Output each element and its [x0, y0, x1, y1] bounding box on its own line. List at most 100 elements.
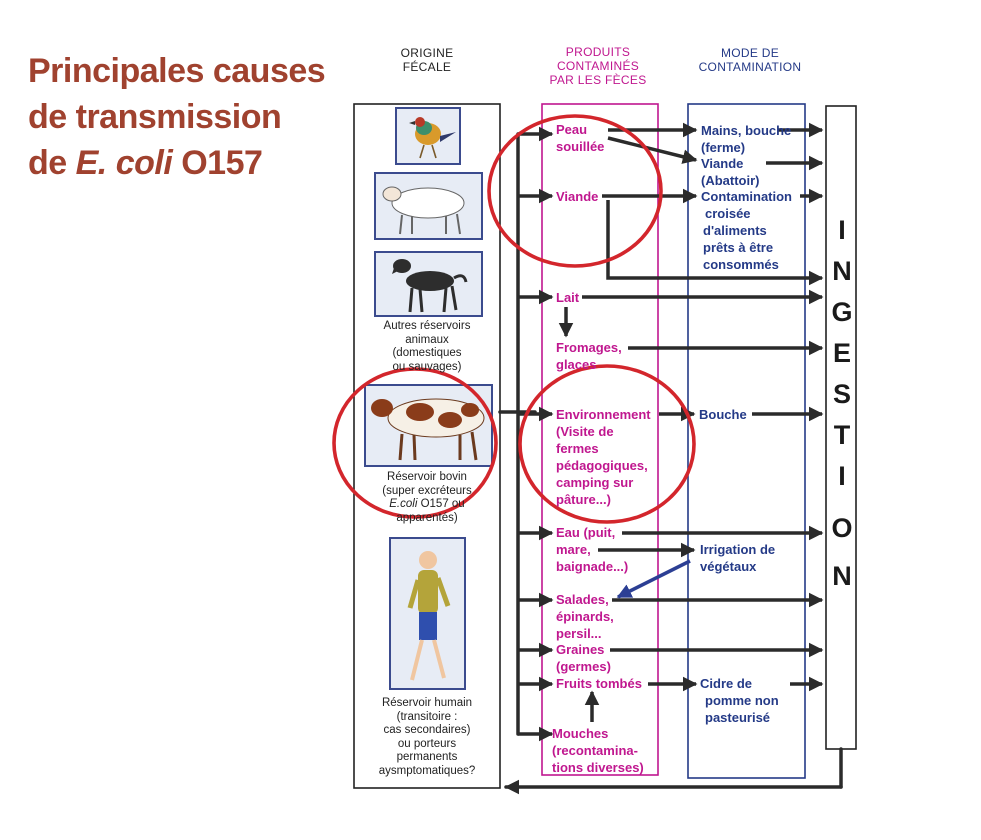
origin-line: Réservoir humain	[381, 697, 473, 709]
origin-line: Autres réservoirs	[383, 320, 471, 332]
mode-line: pasteurisé	[705, 710, 771, 725]
ingestion-letter: N	[832, 561, 852, 591]
produit-line: mare,	[556, 542, 591, 557]
produit-line: Fromages,	[556, 340, 622, 355]
origin-line: aysmptomatiques?	[378, 764, 476, 777]
origin-line: ou sauvages)	[392, 360, 462, 373]
produit-fruits-tombes: Fruits tombés	[556, 676, 642, 691]
produits-column-frame	[541, 103, 659, 776]
produit-line: (recontamina-	[552, 743, 638, 758]
mode-bouche: Bouche	[699, 407, 747, 422]
produit-line: Eau (puit,	[556, 525, 616, 540]
title-line-3: de E. coli O157	[28, 140, 348, 186]
origin-line: (transitoire :	[396, 710, 458, 723]
sheep-icon	[382, 186, 465, 235]
ingestion-letter: T	[833, 420, 851, 450]
produit-line: épinards,	[556, 609, 614, 624]
produit-line: baignade...)	[556, 559, 629, 574]
mode-viande-abattoir: Viande (Abattoir)	[701, 155, 760, 189]
header-mode-line: CONTAMINATION	[698, 60, 802, 74]
mode-column-frame	[687, 103, 806, 779]
header-produits-line: CONTAMINÉS	[556, 59, 640, 73]
bird-icon	[409, 117, 456, 159]
mode-line: Viande	[701, 156, 744, 171]
title-bacteria: E. coli	[75, 144, 173, 182]
title-strain: O157	[172, 144, 263, 182]
mode-irrigation-vegetaux: Irrigation de végétaux	[700, 541, 775, 575]
header-origine-fecale: ORIGINE FÉCALE	[372, 46, 482, 74]
title-line-2: de transmission	[28, 98, 282, 136]
produit-environnement: Environnement (Visite de fermes pédagogi…	[556, 406, 651, 508]
origin-reservoir-humain: Réservoir humain (transitoire : cas seco…	[356, 697, 498, 778]
origin-autres-reservoirs: Autres réservoirs animaux (domestiques o…	[356, 320, 498, 374]
produit-mouches: Mouches (recontamina- tions diverses)	[552, 725, 644, 776]
header-origin-line: ORIGINE	[400, 46, 454, 60]
produit-line: Peau	[556, 122, 588, 137]
arrow-peau-viande	[607, 136, 698, 164]
produit-line: (Visite de	[556, 424, 614, 439]
mode-line: Irrigation de	[700, 542, 776, 557]
ingestion-letter: I	[838, 461, 846, 491]
origin-line: ou porteurs	[397, 737, 457, 750]
produit-peau-souillee: Peau souillée	[556, 121, 604, 155]
mode-line: (ferme)	[701, 140, 746, 155]
title-prefix: de	[28, 144, 76, 182]
mode-line: prêts à être	[703, 240, 774, 255]
title-line-1: Principales causes	[28, 52, 326, 90]
highlight-circle-environnement	[518, 364, 696, 524]
produit-line: pâture...)	[556, 492, 611, 507]
arrow-irrigation-salades	[616, 559, 691, 599]
mode-line: végétaux	[700, 559, 757, 574]
walking-person-icon	[407, 551, 451, 681]
ingestion-letter: S	[832, 379, 851, 409]
ingestion-letter: O	[831, 513, 853, 543]
origin-column-frame	[353, 103, 501, 789]
highlight-circle-reservoir-bovin	[332, 367, 498, 519]
origin-line: permanents	[396, 751, 458, 763]
ingestion-letter: E	[832, 338, 851, 368]
produit-line: Salades,	[556, 592, 609, 607]
origin-bacteria-name: E.coli	[389, 498, 418, 510]
origin-line: (domestiques	[392, 347, 462, 359]
produit-line: persil...	[556, 626, 602, 641]
ingestion-letter: N	[832, 256, 852, 286]
highlight-circle-peau-viande	[487, 114, 663, 268]
produit-line: camping sur	[556, 475, 634, 490]
header-produits-line: PRODUITS	[565, 45, 631, 59]
produit-fromages-glaces: Fromages, glaces	[556, 339, 622, 373]
origin-line: (super excréteurs	[382, 484, 472, 497]
page-title: Principales causes de transmission de E.…	[28, 48, 348, 186]
produit-line: glaces	[556, 357, 597, 372]
origin-line: apparentés)	[396, 511, 458, 524]
mode-line: consommés	[703, 257, 779, 272]
produit-line: (germes)	[556, 659, 611, 674]
produit-line: Mouches	[552, 726, 609, 741]
mode-contamination-croisee: Contamination croisée d'aliments prêts à…	[701, 188, 792, 273]
produit-line: pédagogiques,	[556, 458, 648, 473]
produit-line: tions diverses)	[552, 760, 644, 775]
produit-viande: Viande	[556, 189, 599, 204]
produit-line: Graines	[556, 642, 605, 657]
header-produits-contamines: PRODUITS CONTAMINÉS PAR LES FÈCES	[528, 45, 668, 87]
mode-mains-bouche: Mains, bouche (ferme)	[701, 122, 791, 156]
header-produits-line: PAR LES FÈCES	[549, 73, 647, 87]
origin-line: Réservoir bovin	[387, 471, 467, 483]
mode-line: pomme non	[705, 693, 779, 708]
header-mode-line: MODE DE	[720, 46, 780, 60]
origin-line: cas secondaires)	[383, 724, 471, 736]
dog-icon	[392, 259, 468, 313]
mode-line: (Abattoir)	[701, 173, 760, 188]
header-mode-contamination: MODE DE CONTAMINATION	[680, 46, 820, 74]
cow-icon	[371, 398, 485, 461]
mode-line: d'aliments	[703, 223, 767, 238]
mode-line: Mains, bouche	[701, 123, 792, 138]
arrow-viande-ingestion	[606, 200, 824, 286]
produit-line: souillée	[556, 139, 605, 154]
ingestion-letter: G	[831, 297, 853, 327]
origin-line-rest: O157 ou	[417, 498, 465, 510]
origin-line: animaux	[405, 333, 449, 346]
mode-cidre-non-pasteurise: Cidre de pomme non pasteurisé	[700, 675, 779, 726]
mode-line: Cidre de	[700, 676, 753, 691]
mode-line: Contamination	[701, 189, 792, 204]
